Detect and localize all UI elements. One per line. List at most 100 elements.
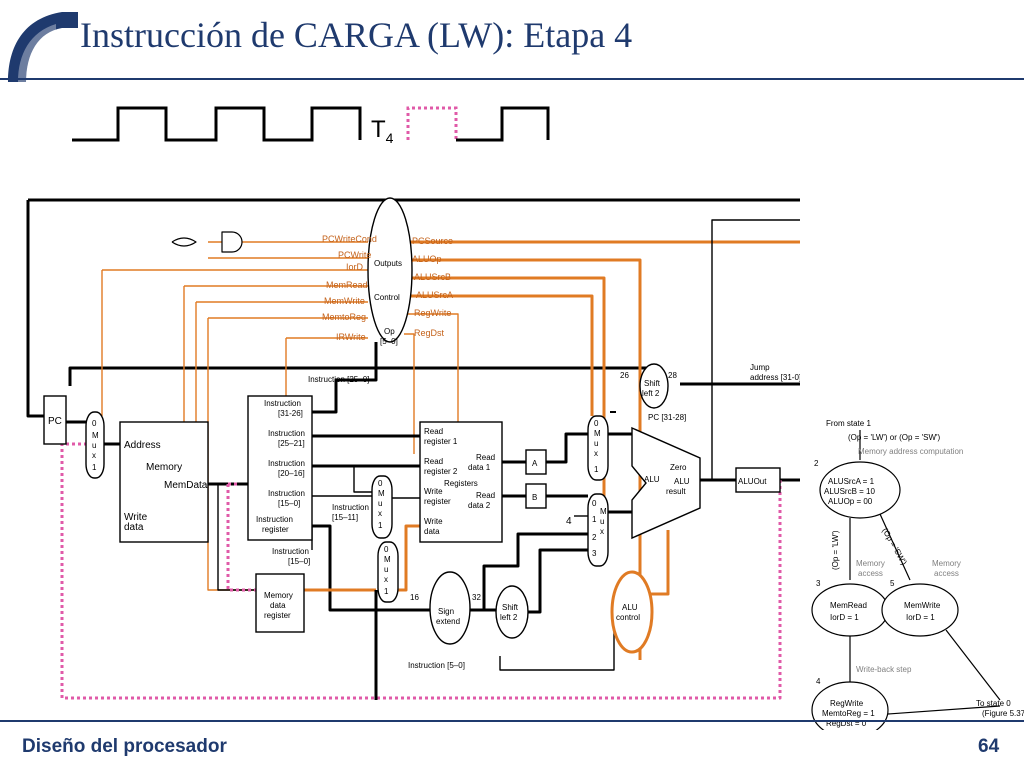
- fsm-state2-num: 2: [814, 459, 819, 468]
- wire-aluout-feedback: [60, 442, 782, 700]
- control-op-a: Op: [384, 327, 395, 336]
- fsm-mem-addr-comp: Memory address computation: [858, 447, 963, 456]
- fsm-state2-l3: ALUOp = 00: [828, 497, 873, 506]
- alusrcb-mux-u: u: [600, 517, 604, 526]
- regdst-mux-x: x: [378, 509, 382, 518]
- sig-aluop: ALUOp: [412, 254, 442, 264]
- alusrca-mux-1: 1: [594, 465, 599, 474]
- shl2-a: Shift: [502, 603, 519, 612]
- ir-name-b: register: [262, 525, 289, 534]
- control-op-b: [5–0]: [380, 337, 398, 346]
- fsm-state3-l2: IorD = 1: [830, 613, 859, 622]
- sign-extend-a: Sign: [438, 607, 454, 616]
- ir-f4a: Instruction: [268, 489, 305, 498]
- mem-name-label: Memory: [146, 462, 182, 473]
- sig-pcsource: PCSource: [412, 236, 453, 246]
- title-divider: [0, 78, 1024, 80]
- fsm-from-state: From state 1: [826, 419, 871, 428]
- instr-15-11-a: Instruction: [332, 503, 369, 512]
- pc-register: [43, 395, 67, 445]
- fsm-state-4: [811, 681, 889, 730]
- alusrca-mux-m: M: [594, 429, 601, 438]
- fsm-arrow-4-0: [887, 705, 1001, 715]
- instr-15-0-b: [15–0]: [288, 557, 310, 566]
- regdst-mux-m: M: [378, 489, 385, 498]
- ir-f2b: [25–21]: [278, 439, 305, 448]
- fsm-cond-top: (Op = 'LW') or (Op = 'SW'): [848, 433, 941, 442]
- fsm-state2-l1: ALUSrcA = 1: [828, 477, 875, 486]
- instr-15-0-a: Instruction: [272, 547, 309, 556]
- fsm-state-3: [811, 583, 889, 637]
- instr-25-0: Instruction [25–0]: [308, 375, 369, 384]
- ir-f1a: Instruction: [264, 399, 301, 408]
- sig-memread: MemRead: [326, 280, 368, 290]
- fsm-to-state0-b: (Figure 5.37): [982, 709, 1024, 718]
- sig-memwrite: MemWrite: [324, 296, 365, 306]
- regdst-mux-0: 0: [378, 479, 383, 488]
- wire-instr-25-0: [68, 366, 648, 386]
- reg-a-label: A: [532, 459, 538, 468]
- fsm-state4-num: 4: [816, 677, 821, 686]
- clock-highlight-cycle: [406, 106, 458, 140]
- university-logo: [8, 12, 78, 82]
- shl2top-out: 28: [668, 371, 677, 380]
- rf-rr1b: register 1: [424, 437, 458, 446]
- fsm-mem-access-l-a: Memory: [856, 559, 885, 568]
- multicycle-datapath: PC 0 M u x 1 Address Memory MemData Writ…: [26, 197, 800, 700]
- sign-extend-unit: [429, 571, 471, 645]
- clock-signal: [72, 106, 362, 142]
- alusrca-mux-x: x: [594, 449, 598, 458]
- wd-mux-u: u: [384, 565, 388, 574]
- fsm-state-2: [819, 461, 901, 519]
- ir-f3b: [20–16]: [278, 469, 305, 478]
- wire-instr-5-0: [499, 620, 615, 671]
- and-gate: [221, 231, 243, 253]
- instruction-register: [247, 395, 313, 541]
- fsm-to-state0-a: To state 0: [976, 699, 1011, 708]
- wire-jump-to-pc: [28, 198, 800, 202]
- alusrcb-mux: [587, 493, 609, 567]
- slide-title: Instrucción de CARGA (LW): Etapa 4: [80, 15, 633, 55]
- wire-se-to-mux2: [482, 532, 588, 610]
- wire-alusrca: [404, 294, 594, 416]
- clock-label: T4: [371, 116, 394, 146]
- fsm-state2-l2: ALUSrcB = 10: [824, 487, 875, 496]
- sig-regdst: RegDst: [414, 328, 445, 338]
- rf-rd1a: Read: [476, 453, 495, 462]
- pc-mux-0: 0: [92, 419, 97, 428]
- sig-pcwrite: PCWrite: [338, 250, 371, 260]
- fsm-cond-lw: (Op = 'LW'): [831, 530, 840, 570]
- wire-regwrite: [404, 313, 459, 430]
- pc-31-28: PC [31-28]: [648, 413, 686, 422]
- sig-alusrca: ALUSrcA: [416, 290, 453, 300]
- sig-iord: IorD: [346, 262, 364, 272]
- wire-ir-imm: [312, 524, 432, 612]
- wd-mux-0: 0: [384, 545, 389, 554]
- alusrcb-mux-3: 3: [592, 549, 597, 558]
- alu-result-b: result: [666, 487, 686, 496]
- control-unit: [367, 197, 413, 343]
- alusrcb-mux-x: x: [600, 527, 604, 536]
- shl2top-b: left 2: [642, 389, 660, 398]
- fsm-state5-l1: MemWrite: [904, 601, 941, 610]
- mem-address-label: Address: [124, 440, 161, 451]
- reg-b: [525, 483, 547, 509]
- alu-control-b: control: [616, 613, 640, 622]
- rf-rr1a: Read: [424, 427, 443, 436]
- fsm-state3-num: 3: [816, 579, 821, 588]
- mdr-a: Memory: [264, 591, 293, 600]
- fsm-write-back: Write-back step: [856, 665, 912, 674]
- rf-rd2a: Read: [476, 491, 495, 500]
- fsm-mem-access-r-b: access: [934, 569, 959, 578]
- sign-extend-in: 16: [410, 593, 419, 602]
- shift-left-2-top-unit: [639, 363, 669, 409]
- wd-mux-x: x: [384, 575, 388, 584]
- fsm-mem-access-l-b: access: [858, 569, 883, 578]
- wire-alu-to-pcmux: [711, 219, 800, 480]
- wd-mux-1: 1: [384, 587, 389, 596]
- jump-address-a: Jump: [750, 363, 770, 372]
- footer-divider: [0, 720, 1024, 722]
- memory-unit: [119, 421, 209, 543]
- jump-address-b: address [31-0]: [750, 373, 800, 382]
- register-file: [419, 421, 503, 543]
